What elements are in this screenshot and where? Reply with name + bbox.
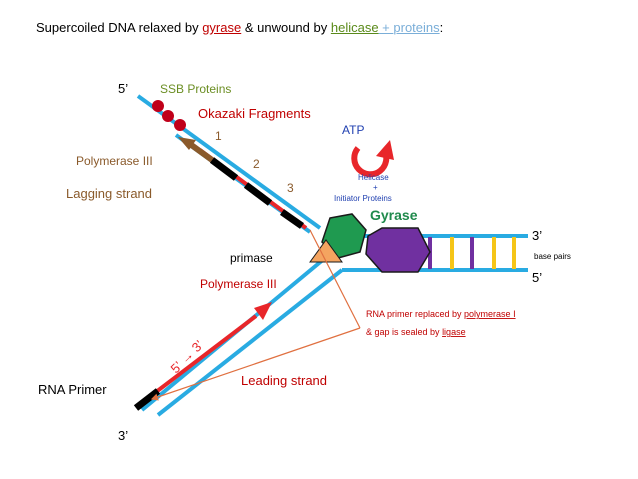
okazaki-fragment-2-label: 2 xyxy=(253,157,260,171)
atp-rotation-arrowhead xyxy=(376,140,394,160)
lagging-strand-label: Lagging strand xyxy=(66,186,152,201)
polymerase-iii-lagging-arrow xyxy=(188,141,214,163)
okazaki-segment-2 xyxy=(243,182,273,206)
ssb-proteins-label: SSB Proteins xyxy=(160,82,231,96)
rna-primer-note-text: RNA primer replaced by xyxy=(366,309,464,319)
helicase-label: Helicase xyxy=(358,173,389,182)
base-pairs-label: base pairs xyxy=(534,252,571,261)
helicase-hexagon xyxy=(321,213,367,259)
okazaki-fragments-label: Okazaki Fragments xyxy=(198,106,311,121)
three-prime-right-label: 3’ xyxy=(532,228,542,243)
initiator-proteins-label: Initiator Proteins xyxy=(334,194,392,203)
leading-template-strand-2 xyxy=(156,268,344,417)
ligase-link: ligase xyxy=(442,327,466,337)
title-text: Supercoiled DNA relaxed by xyxy=(36,20,203,35)
okazaki-segment-3 xyxy=(279,209,305,229)
polymerase-iii-lagging-arrowhead xyxy=(178,137,196,150)
page-title: Supercoiled DNA relaxed by gyrase & unwo… xyxy=(36,20,443,35)
ssb-protein-2 xyxy=(162,110,174,122)
gyrase-hexagon xyxy=(365,227,431,273)
title-gyrase-link: gyrase xyxy=(202,20,242,35)
ssb-protein-1 xyxy=(152,100,164,112)
gyrase-label: Gyrase xyxy=(370,207,418,223)
title-colon: : xyxy=(439,20,444,35)
polymerase-iii-leading-arrowhead xyxy=(254,302,272,320)
five-prime-right-label: 5’ xyxy=(532,270,542,285)
title-text: & unwound by xyxy=(241,20,331,35)
title-proteins-link: proteins xyxy=(393,20,440,35)
okazaki-fragment-3-label: 3 xyxy=(287,181,294,195)
three-prime-bottom-label: 3’ xyxy=(118,428,128,443)
rna-primer-note-connector xyxy=(309,229,361,329)
title-helicase-link: helicase xyxy=(330,20,379,35)
primase-label: primase xyxy=(230,251,273,265)
rna-primer-note-connector-2 xyxy=(150,327,361,401)
atp-rotation-arrow xyxy=(351,146,390,178)
polymerase-iii-bottom-label: Polymerase III xyxy=(200,277,277,291)
rna-primer-label: RNA Primer xyxy=(38,382,107,397)
rna-primer-note-line-2: & gap is sealed by ligase xyxy=(366,327,466,337)
ssb-protein-3 xyxy=(174,119,186,131)
polymerase-iii-top-label: Polymerase III xyxy=(76,154,153,168)
rna-primer-note-line-1: RNA primer replaced by polymerase I xyxy=(366,309,516,319)
okazaki-segment-1 xyxy=(209,157,239,181)
leading-strand-label: Leading strand xyxy=(241,373,327,388)
okazaki-fragment-1-label: 1 xyxy=(215,129,222,143)
five-prime-top-label: 5’ xyxy=(118,81,128,96)
atp-label: ATP xyxy=(342,123,364,137)
helicase-plus-label: + xyxy=(373,183,378,192)
gap-sealed-text: & gap is sealed by xyxy=(366,327,442,337)
polymerase-i-link: polymerase I xyxy=(464,309,516,319)
leading-new-strand xyxy=(154,314,258,394)
title-plus: + xyxy=(378,20,394,35)
